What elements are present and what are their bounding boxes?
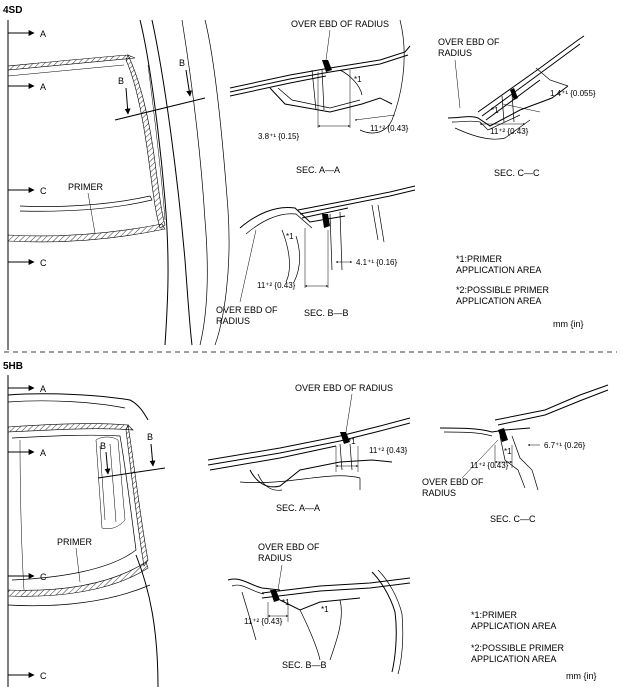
hb-cc-dim-right: 6.7⁺¹ {0.26}: [544, 441, 585, 450]
hb-bb-title: SEC. B—B: [282, 660, 327, 670]
hb-section-cc-drawing: [439, 384, 609, 491]
hb-marker-a-top: A: [40, 384, 46, 394]
sd-marker-b-left: B: [118, 76, 124, 86]
section-label-4sd: 4SD: [3, 5, 22, 16]
hb-section-markers: A A C C B B: [8, 384, 166, 681]
hb-aa-title: SEC. A—A: [276, 503, 320, 513]
sd-aa-mark1: *1: [354, 75, 362, 84]
sd-bb-title: SEC. B—B: [304, 308, 349, 318]
hb-marker-a-bottom: A: [40, 448, 46, 458]
sd-cc-title: SEC. C—C: [494, 168, 540, 178]
hb-cc-title: SEC. C—C: [490, 514, 536, 524]
sd-aa-title: SEC. A—A: [296, 165, 340, 175]
hb-section-bb-drawing: [227, 569, 411, 675]
hb-windshield-view: [7, 375, 159, 687]
sd-aa-over-ebd: OVER EBD OF RADIUS: [291, 19, 389, 29]
hb-bb-over-ebd-2: RADIUS: [258, 553, 292, 563]
hb-legend: *1:PRIMER APPLICATION AREA *2:POSSIBLE P…: [471, 610, 597, 681]
sd-legend-2b: APPLICATION AREA: [456, 296, 541, 306]
sd-cc-mark1: *1: [491, 106, 499, 115]
sd-section-bb-drawing: [239, 185, 416, 288]
section-label-5hb: 5HB: [3, 361, 23, 372]
hb-bb-mark1b: *1: [321, 605, 329, 614]
hb-legend-1a: *1:PRIMER: [471, 610, 518, 620]
hb-bb-mark1a: *1: [282, 598, 290, 607]
sd-section-markers: A A C C B B: [8, 29, 206, 268]
hb-cc-over-ebd-2: RADIUS: [422, 488, 456, 498]
sd-windshield-view: [7, 19, 230, 350]
hb-cc-over-ebd-1: OVER EBD OF: [422, 477, 484, 487]
hb-cc-dim-left: 11⁺² {0.43}: [470, 461, 509, 470]
sd-section-cc-drawing: [447, 35, 585, 140]
hb-bb-dim-left: 11⁺² {0.43}: [244, 617, 283, 626]
sd-primer-label: PRIMER: [68, 182, 104, 192]
sd-cc-over-ebd-2: RADIUS: [438, 48, 472, 58]
sd-bb-mark1: *1: [286, 232, 294, 241]
sd-legend-1b: APPLICATION AREA: [456, 265, 541, 275]
hb-aa-mark1: *1: [348, 437, 356, 446]
sd-bb-dim-left: 11⁺² {0.43}: [257, 281, 296, 290]
sd-cc-dim-top: 1.4⁺¹ {0.055}: [550, 89, 596, 98]
hb-legend-2b: APPLICATION AREA: [471, 654, 556, 664]
hb-marker-c-bottom: C: [40, 671, 47, 681]
sd-marker-a-top: A: [40, 29, 46, 39]
sd-legend: *1:PRIMER APPLICATION AREA *2:POSSIBLE P…: [456, 254, 584, 329]
sd-marker-a-bottom: A: [40, 82, 46, 92]
hb-cc-mark1: *1: [504, 447, 512, 456]
sd-section-aa-drawing: [229, 19, 411, 134]
sd-aa-dim-left: 3.8⁺¹ {0.15}: [258, 132, 299, 141]
hb-bb-over-ebd-1: OVER EBD OF: [258, 542, 320, 552]
sd-legend-unit: mm {in}: [553, 319, 584, 329]
sd-marker-c-bottom: C: [40, 258, 47, 268]
hb-legend-2a: *2:POSSIBLE PRIMER: [471, 643, 565, 653]
hb-section-aa-drawing: [207, 417, 411, 491]
hb-marker-c-top: C: [40, 572, 47, 582]
sd-legend-1a: *1:PRIMER: [456, 254, 503, 264]
hb-legend-1b: APPLICATION AREA: [471, 621, 556, 631]
sd-aa-dim-right: 11⁺² {0.43}: [370, 124, 409, 133]
sd-bb-over-ebd-1: OVER EBD OF: [216, 305, 278, 315]
sd-cc-over-ebd-1: OVER EBD OF: [438, 37, 500, 47]
sd-legend-2a: *2:POSSIBLE PRIMER: [456, 285, 550, 295]
hb-marker-b-left: B: [100, 441, 106, 451]
sd-marker-c-top: C: [40, 186, 47, 196]
sd-bb-over-ebd-2: RADIUS: [216, 316, 250, 326]
hb-primer-label: PRIMER: [57, 537, 93, 547]
sd-cc-dim-bottom: 11⁺² {0.43}: [490, 127, 529, 136]
hb-marker-b-right: B: [147, 432, 153, 442]
sd-marker-b-right: B: [179, 58, 185, 68]
hb-aa-dim-right: 11⁺² {0.43}: [369, 446, 408, 455]
hb-aa-over-ebd: OVER EBD OF RADIUS: [295, 383, 393, 393]
hb-legend-unit: mm {in}: [566, 671, 597, 681]
sd-bb-dim-right: 4.1⁺¹ {0.16}: [356, 258, 397, 267]
